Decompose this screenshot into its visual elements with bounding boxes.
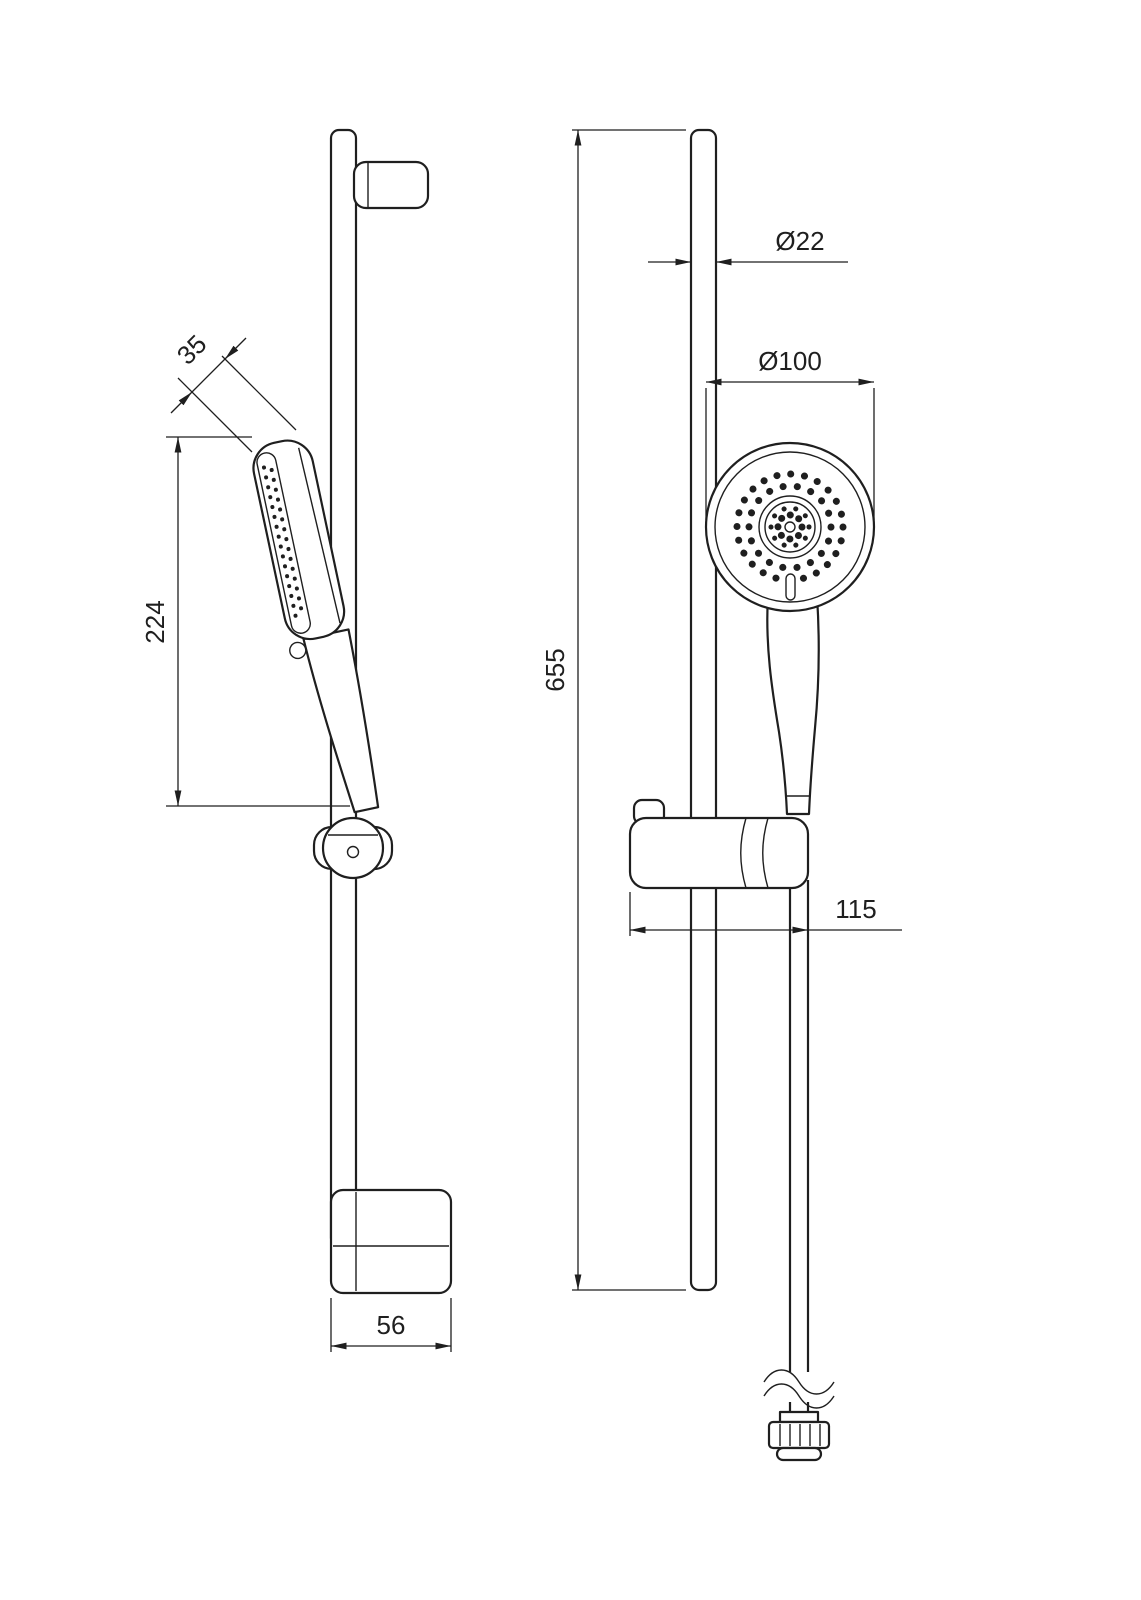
handset-side [252,439,380,814]
dim-label-head-diameter: Ø100 [758,346,822,376]
slider-clamp [312,816,394,880]
holder-bracket [628,798,810,890]
head-outer-circle [704,441,876,613]
wall-bracket-top [352,160,430,210]
head-slot [785,573,796,601]
arrow-tail-head-width-2 [224,337,247,360]
shower-head-front [704,441,876,613]
face-nozzle-dots-1 [261,465,299,623]
extension-lines-head-diameter [705,388,875,520]
wall-bracket-top-body [352,160,430,210]
fitting-collar [778,1410,820,1424]
wall-bracket-bottom-body [329,1188,453,1295]
dimension-head-width: 35 [170,329,297,453]
dim-label-handset-length: 224 [140,600,170,643]
dim-label-bar-length: 655 [540,648,570,691]
shower-hose [788,880,810,1372]
hub-petal-ring [774,511,806,543]
wall-bracket-bottom [329,1188,453,1295]
holder-bracket-body [628,816,810,890]
hub-outer-circle [758,495,822,559]
handset-spray-face [256,452,311,634]
dimension-bar-length: 655 [540,129,686,1291]
handset-grip-side [302,628,380,814]
fitting-cap [775,1446,823,1462]
slider-clamp-knob [321,816,385,880]
hose-fitting [767,1402,831,1462]
side-view: 35 224 56 [140,128,453,1352]
dim-label-head-width: 35 [171,329,213,371]
dim-label-base-width: 56 [377,1310,406,1340]
dimension-head-diameter: Ø100 [705,346,875,520]
arrow-tail-head-width-1 [170,391,193,414]
dimension-handset-length: 224 [140,436,350,807]
hose-break [763,1369,835,1409]
slide-bar-front [689,128,718,1292]
hose-lower [788,1402,810,1412]
extension-lines-bar-length [572,129,686,1291]
hub-mid-circle [764,501,816,553]
front-view: 655 Ø22 Ø100 115 [540,128,902,1462]
dimension-holder-width: 115 [629,892,902,936]
dimension-bar-diameter: Ø22 [648,226,848,266]
hose-break-squiggles [763,1369,835,1409]
hub-center-circle [784,521,796,533]
nozzle-ring-inner [745,482,835,572]
extension-lines-head-width [177,355,297,453]
holder-cup-lines [740,817,769,889]
dim-label-bar-diameter: Ø22 [775,226,824,256]
handset-handle-front [766,594,820,816]
dim-label-holder-width: 115 [835,894,876,924]
hub-dot-ring [768,505,812,549]
dimension-line-head-width [191,358,226,393]
slider-clamp-screw [346,845,360,859]
fitting-knurl-lines [779,1424,821,1446]
head-rim-circle [714,451,866,603]
hang-hook [289,641,307,660]
dimension-base-width: 56 [330,1298,452,1352]
head-contour-line [297,447,341,624]
